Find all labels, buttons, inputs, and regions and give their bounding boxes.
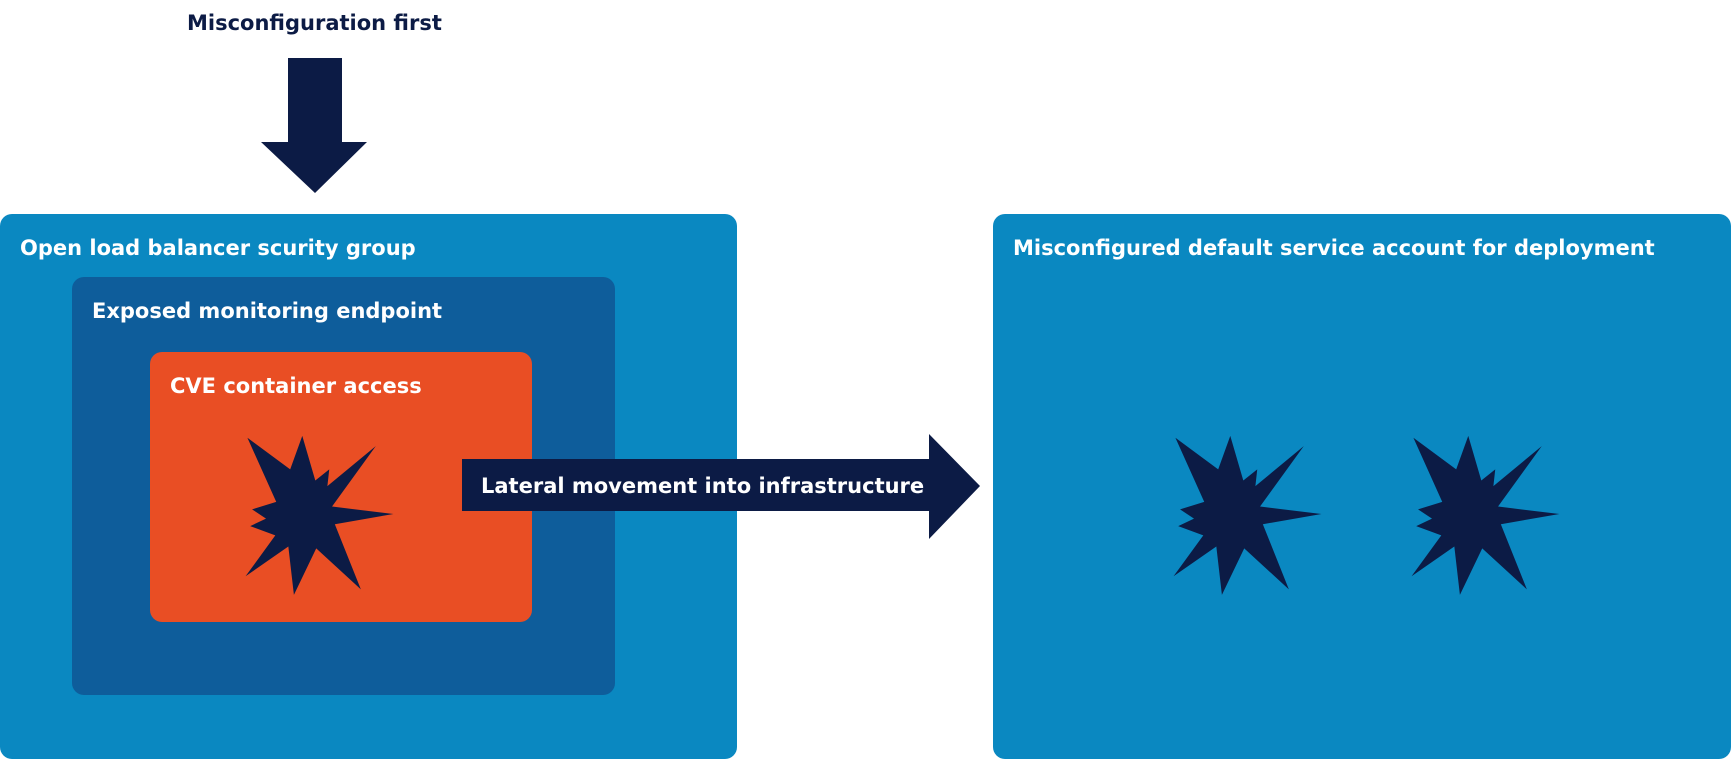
top-label: Misconfiguration first bbox=[187, 11, 442, 35]
right-arrow bbox=[462, 434, 980, 539]
burst-icon bbox=[1173, 435, 1322, 595]
inner-title: CVE container access bbox=[170, 374, 422, 398]
outer-box-service-account bbox=[993, 214, 1731, 759]
outer-right-title: Misconfigured default service account fo… bbox=[1013, 236, 1655, 260]
outer-left-title: Open load balancer scurity group bbox=[20, 236, 416, 260]
arrow-label: Lateral movement into infrastructure bbox=[481, 474, 925, 498]
burst-icon bbox=[245, 435, 394, 595]
middle-title: Exposed monitoring endpoint bbox=[92, 299, 443, 323]
burst-icon bbox=[1411, 435, 1560, 595]
down-arrow bbox=[261, 58, 367, 193]
